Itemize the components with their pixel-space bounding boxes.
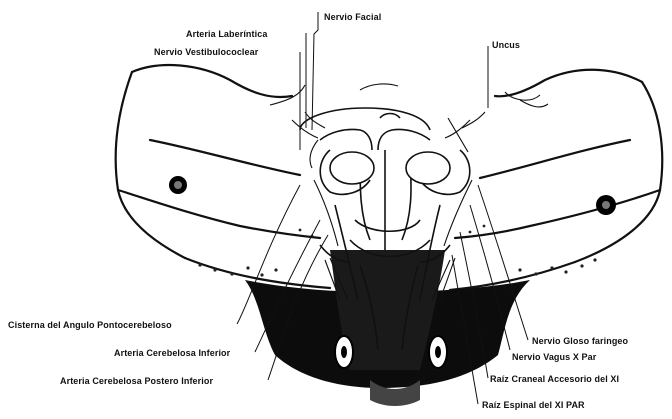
label-arteria-cerebelosa-inferior: Arteria Cerebelosa Inferior bbox=[114, 348, 230, 358]
label-nervio-vestibulococlear: Nervio Vestibulococlear bbox=[154, 47, 258, 57]
label-nervio-facial: Nervio Facial bbox=[324, 12, 381, 22]
label-raiz-craneal: Raíz Craneal Accesorio del XI bbox=[490, 374, 619, 384]
lower-dark-region bbox=[245, 250, 530, 406]
foramina bbox=[169, 176, 616, 215]
label-nervio-glosofaringeo: Nervio Gloso faringeo bbox=[532, 336, 628, 346]
label-cisterna-angulo: Cisterna del Angulo Pontocerebeloso bbox=[8, 320, 172, 330]
label-nervio-vago: Nervio Vagus X Par bbox=[512, 352, 596, 362]
label-raiz-espinal: Raíz Espinal del XI PAR bbox=[482, 400, 585, 410]
label-arteria-cerebelosa-postero: Arteria Cerebelosa Postero Inferior bbox=[60, 376, 213, 386]
label-arteria-laberintica: Arteria Laberíntica bbox=[186, 29, 267, 39]
label-uncus: Uncus bbox=[492, 40, 520, 50]
